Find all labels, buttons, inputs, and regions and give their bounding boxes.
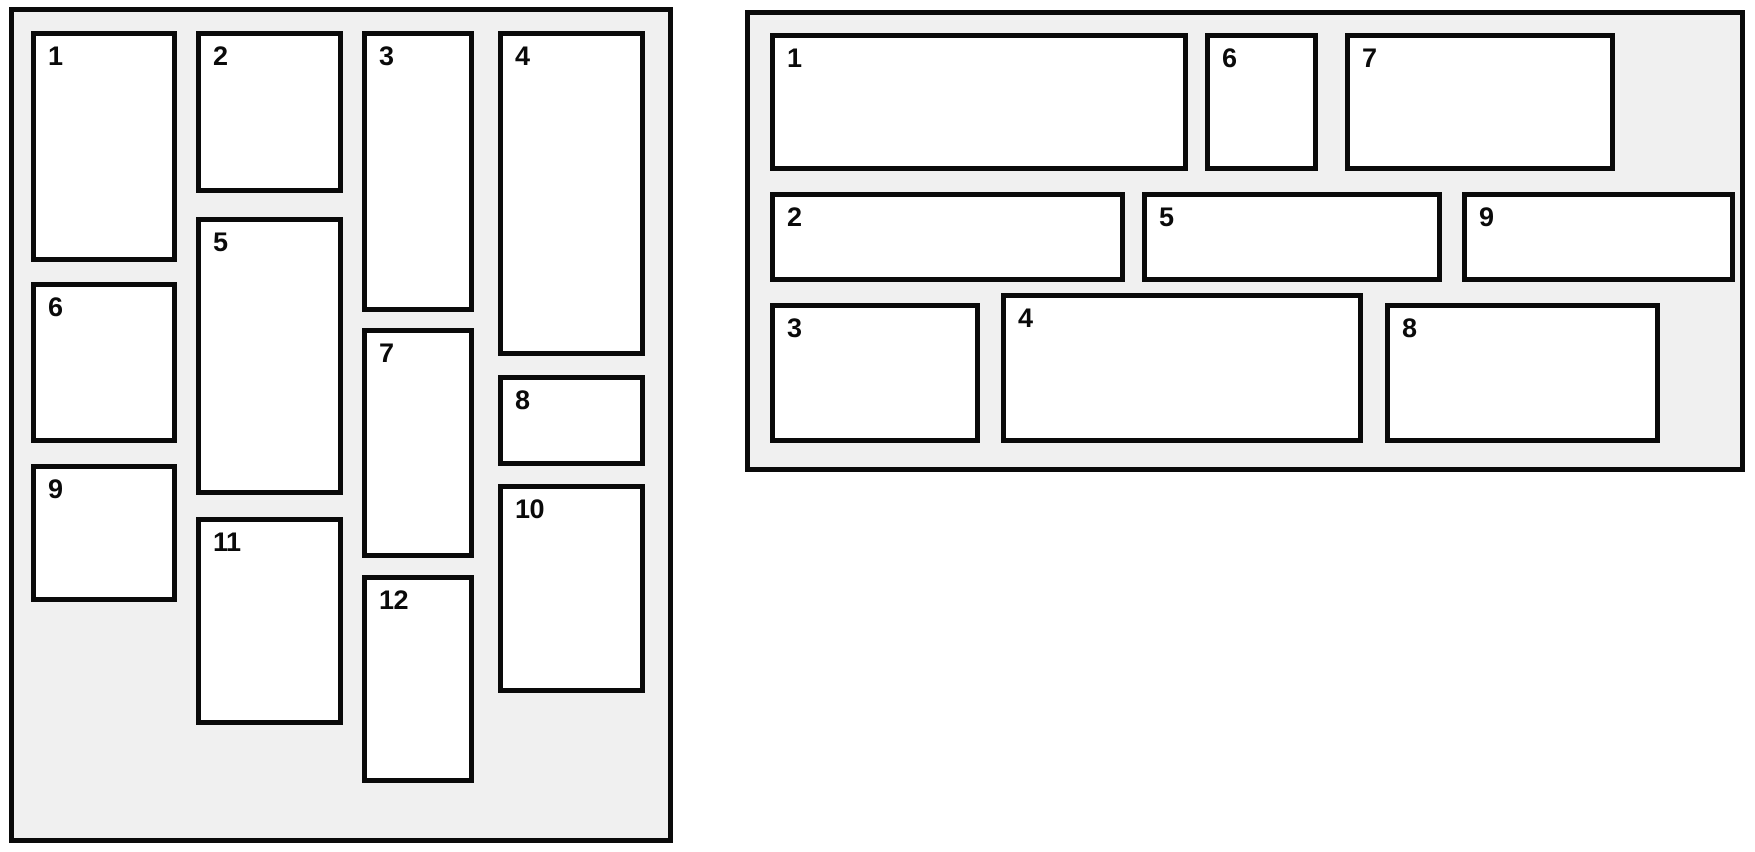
cell-5[interactable]: 5 — [1142, 192, 1442, 282]
cell-1[interactable]: 1 — [770, 33, 1188, 171]
cell-label: 12 — [379, 585, 409, 615]
cell-label: 9 — [48, 474, 63, 504]
cell-6[interactable]: 6 — [1205, 33, 1318, 171]
cell-label: 11 — [213, 527, 241, 557]
cell-label: 8 — [515, 385, 530, 415]
cell-9[interactable]: 9 — [31, 464, 177, 602]
cell-label: 4 — [1018, 303, 1033, 333]
cell-label: 4 — [515, 41, 530, 71]
right-panel: 1 6 7 2 5 9 3 4 8 — [745, 10, 1745, 472]
cell-label: 8 — [1402, 313, 1417, 343]
cell-7[interactable]: 7 — [1345, 33, 1615, 171]
cell-label: 9 — [1479, 202, 1494, 232]
cell-10[interactable]: 10 — [498, 484, 645, 693]
cell-7[interactable]: 7 — [362, 328, 474, 558]
cell-label: 6 — [48, 292, 63, 322]
cell-label: 3 — [787, 313, 802, 343]
cell-label: 3 — [379, 41, 394, 71]
cell-8[interactable]: 8 — [1385, 303, 1660, 443]
cell-label: 1 — [48, 41, 63, 71]
cell-label: 10 — [515, 494, 545, 524]
cell-5[interactable]: 5 — [196, 217, 343, 495]
cell-label: 2 — [787, 202, 802, 232]
cell-3[interactable]: 3 — [770, 303, 980, 443]
cell-11[interactable]: 11 — [196, 517, 343, 725]
cell-6[interactable]: 6 — [31, 282, 177, 443]
cell-3[interactable]: 3 — [362, 31, 474, 312]
cell-2[interactable]: 2 — [770, 192, 1125, 282]
cell-8[interactable]: 8 — [498, 375, 645, 466]
cell-2[interactable]: 2 — [196, 31, 343, 193]
cell-1[interactable]: 1 — [31, 31, 177, 262]
cell-label: 5 — [213, 227, 228, 257]
cell-label: 5 — [1159, 202, 1174, 232]
cell-label: 1 — [787, 43, 802, 73]
cell-4[interactable]: 4 — [1001, 293, 1363, 443]
cell-label: 7 — [1362, 43, 1377, 73]
cell-12[interactable]: 12 — [362, 575, 474, 783]
cell-9[interactable]: 9 — [1462, 192, 1735, 282]
cell-label: 2 — [213, 41, 228, 71]
cell-4[interactable]: 4 — [498, 31, 645, 356]
cell-label: 7 — [379, 338, 394, 368]
cell-label: 6 — [1222, 43, 1237, 73]
